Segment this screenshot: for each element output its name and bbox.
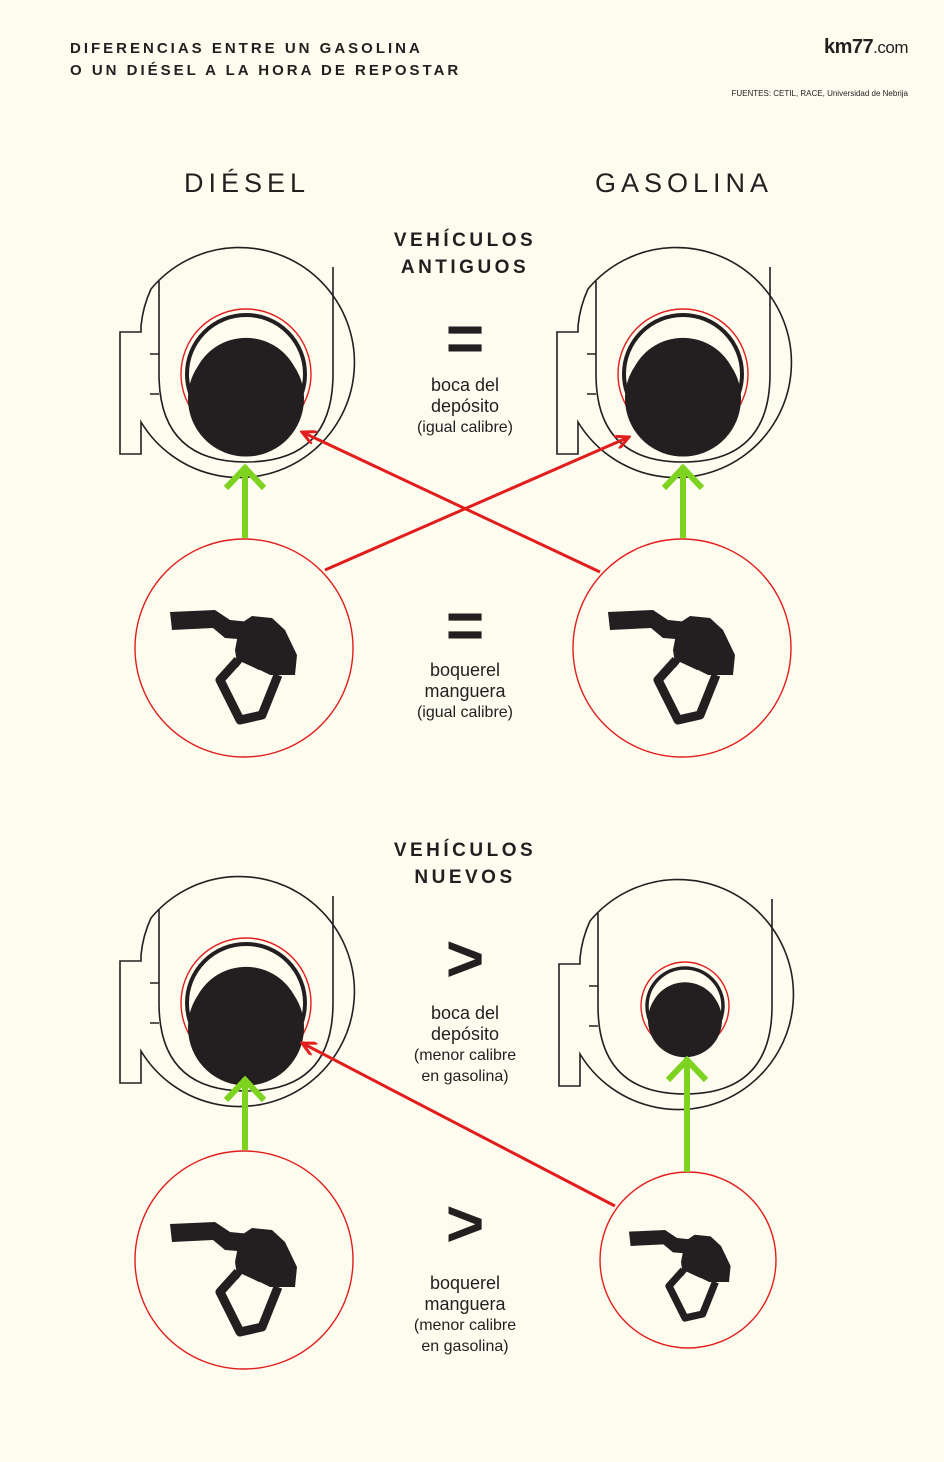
old-nozzle-note: boquerel manguera (igual calibre) — [370, 660, 560, 723]
new-tank-note-line-1: boca del — [430, 1003, 500, 1023]
diesel-new-tank-cap-icon — [119, 875, 356, 1108]
old-tank-note-line-1: boca del — [430, 375, 500, 395]
new-tank-note-line-4: en gasolina) — [421, 1068, 509, 1085]
gasoline-old-nozzle-icon — [572, 538, 792, 758]
section-old-title-line-1: VEHÍCULOS — [393, 230, 537, 251]
new-tank-comparison-symbol: > — [445, 921, 485, 995]
new-compatible-arrow-icon — [223, 1055, 709, 1172]
title-line-2: O UN DIÉSEL A LA HORA DE REPOSTAR — [70, 62, 462, 79]
new-nozzle-note-line-2: manguera — [424, 1294, 506, 1314]
old-cross-fill-arrow-icon — [302, 432, 629, 574]
diesel-old-nozzle-icon — [134, 538, 354, 758]
new-cross-fill-arrow-icon — [302, 1043, 616, 1208]
brand-name: km77 — [824, 36, 874, 58]
brand-domain: .com — [873, 38, 908, 57]
old-nozzle-comparison-symbol: = — [445, 588, 485, 662]
old-tank-note-line-3: (igual calibre) — [416, 419, 514, 436]
section-old-vehicles-title: VEHÍCULOS ANTIGUOS — [330, 227, 600, 281]
column-heading-gasoline: GASOLINA — [594, 168, 774, 198]
section-new-vehicles-title: VEHÍCULOS NUEVOS — [330, 837, 600, 891]
diesel-old-tank-cap-icon — [119, 246, 356, 479]
old-tank-note: boca del depósito (igual calibre) — [370, 375, 560, 438]
gasoline-new-nozzle-icon — [599, 1171, 777, 1349]
new-tank-note-line-3: (menor calibre — [413, 1047, 517, 1064]
old-nozzle-note-line-1: boquerel — [429, 660, 501, 680]
new-nozzle-note-line-3: (menor calibre — [413, 1317, 517, 1334]
section-new-title-line-1: VEHÍCULOS — [393, 840, 537, 861]
diesel-new-nozzle-icon — [134, 1150, 354, 1370]
sources-note: FUENTES: CETIL, RACE, Universidad de Neb… — [731, 89, 909, 98]
old-compatible-arrow-icon — [223, 463, 705, 538]
new-nozzle-note: boquerel manguera (menor calibre en gaso… — [370, 1273, 560, 1357]
gasoline-old-tank-cap-icon — [556, 246, 793, 479]
section-new-title-line-2: NUEVOS — [414, 867, 516, 888]
new-tank-note-line-2: depósito — [430, 1024, 500, 1044]
gasoline-new-tank-cap-icon — [558, 878, 795, 1111]
new-tank-note: boca del depósito (menor calibre en gaso… — [370, 1003, 560, 1087]
new-nozzle-note-line-1: boquerel — [429, 1273, 501, 1293]
column-heading-diesel: DIÉSEL — [183, 168, 311, 198]
old-nozzle-note-line-3: (igual calibre) — [416, 704, 514, 721]
title-line-1: DIFERENCIAS ENTRE UN GASOLINA — [70, 40, 423, 57]
brand-logo: km77.com — [824, 36, 908, 59]
old-tank-comparison-symbol: = — [445, 301, 485, 375]
old-tank-note-line-2: depósito — [430, 396, 500, 416]
new-nozzle-note-line-4: en gasolina) — [421, 1338, 509, 1355]
new-nozzle-comparison-symbol: > — [445, 1186, 485, 1260]
old-nozzle-note-line-2: manguera — [424, 681, 506, 701]
section-old-title-line-2: ANTIGUOS — [400, 257, 530, 278]
